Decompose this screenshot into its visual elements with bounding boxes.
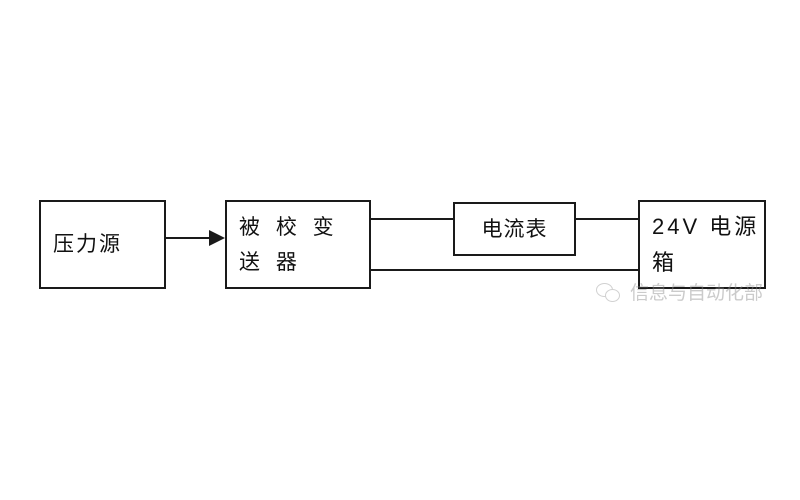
arrowhead-icon xyxy=(209,230,225,246)
connector-transmitter-to-ammeter xyxy=(369,218,455,220)
connector-ammeter-to-power-supply xyxy=(574,218,640,220)
wechat-logo-icon xyxy=(596,282,622,304)
block-pressure-source-label: 压力源 xyxy=(53,233,122,256)
block-power-supply-24v-label: 24V 电源箱 xyxy=(652,213,760,275)
block-power-supply-24v: 24V 电源箱 xyxy=(638,200,766,289)
connector-transmitter-to-power-supply-return xyxy=(369,269,640,271)
block-transmitter-under-calibration-label: 被 校 变 送 器 xyxy=(239,215,339,274)
connector-source-to-transmitter xyxy=(165,237,213,239)
block-pressure-source: 压力源 xyxy=(39,200,166,289)
block-transmitter-under-calibration: 被 校 变 送 器 xyxy=(225,200,371,289)
block-ammeter: 电流表 xyxy=(453,202,576,256)
block-ammeter-label: 电流表 xyxy=(481,217,548,241)
